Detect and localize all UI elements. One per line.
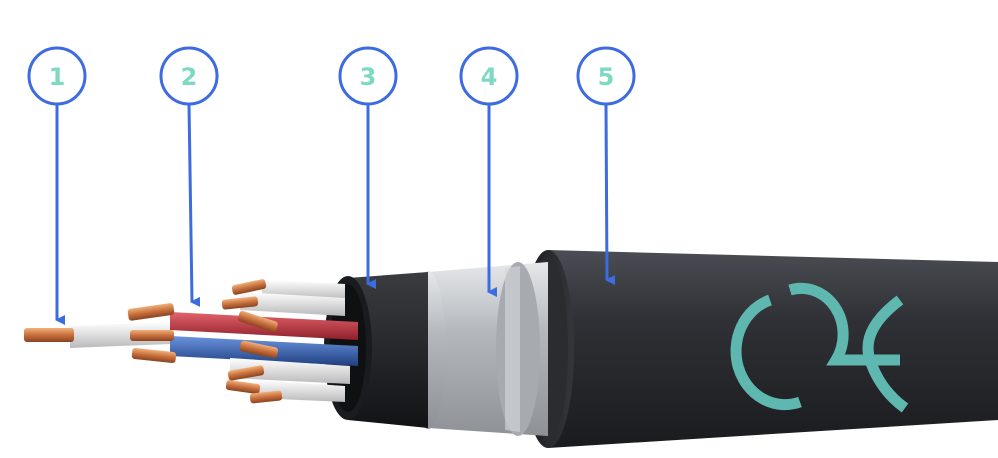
callout-4: 4: [459, 46, 519, 106]
arrow-2: [187, 103, 201, 307]
callout-2-label: 2: [181, 63, 198, 91]
copper-conductors: [24, 279, 283, 404]
callout-4-label: 4: [481, 63, 498, 91]
steel-tape-armor: [410, 262, 548, 436]
callout-2: 2: [159, 46, 219, 106]
callout-1: 1: [27, 46, 87, 106]
arrow-5: [604, 103, 616, 285]
callout-5: 5: [576, 46, 636, 106]
callout-3: 3: [338, 46, 398, 106]
core-insulation: [70, 280, 358, 402]
outer-jacket: [522, 250, 998, 448]
callout-arrows: [55, 103, 616, 325]
callout-5-label: 5: [598, 63, 615, 91]
brand-logo-icon: [730, 282, 909, 413]
callout-3-label: 3: [360, 63, 377, 91]
copper-conductor: [24, 328, 74, 342]
callout-1-label: 1: [49, 63, 66, 91]
